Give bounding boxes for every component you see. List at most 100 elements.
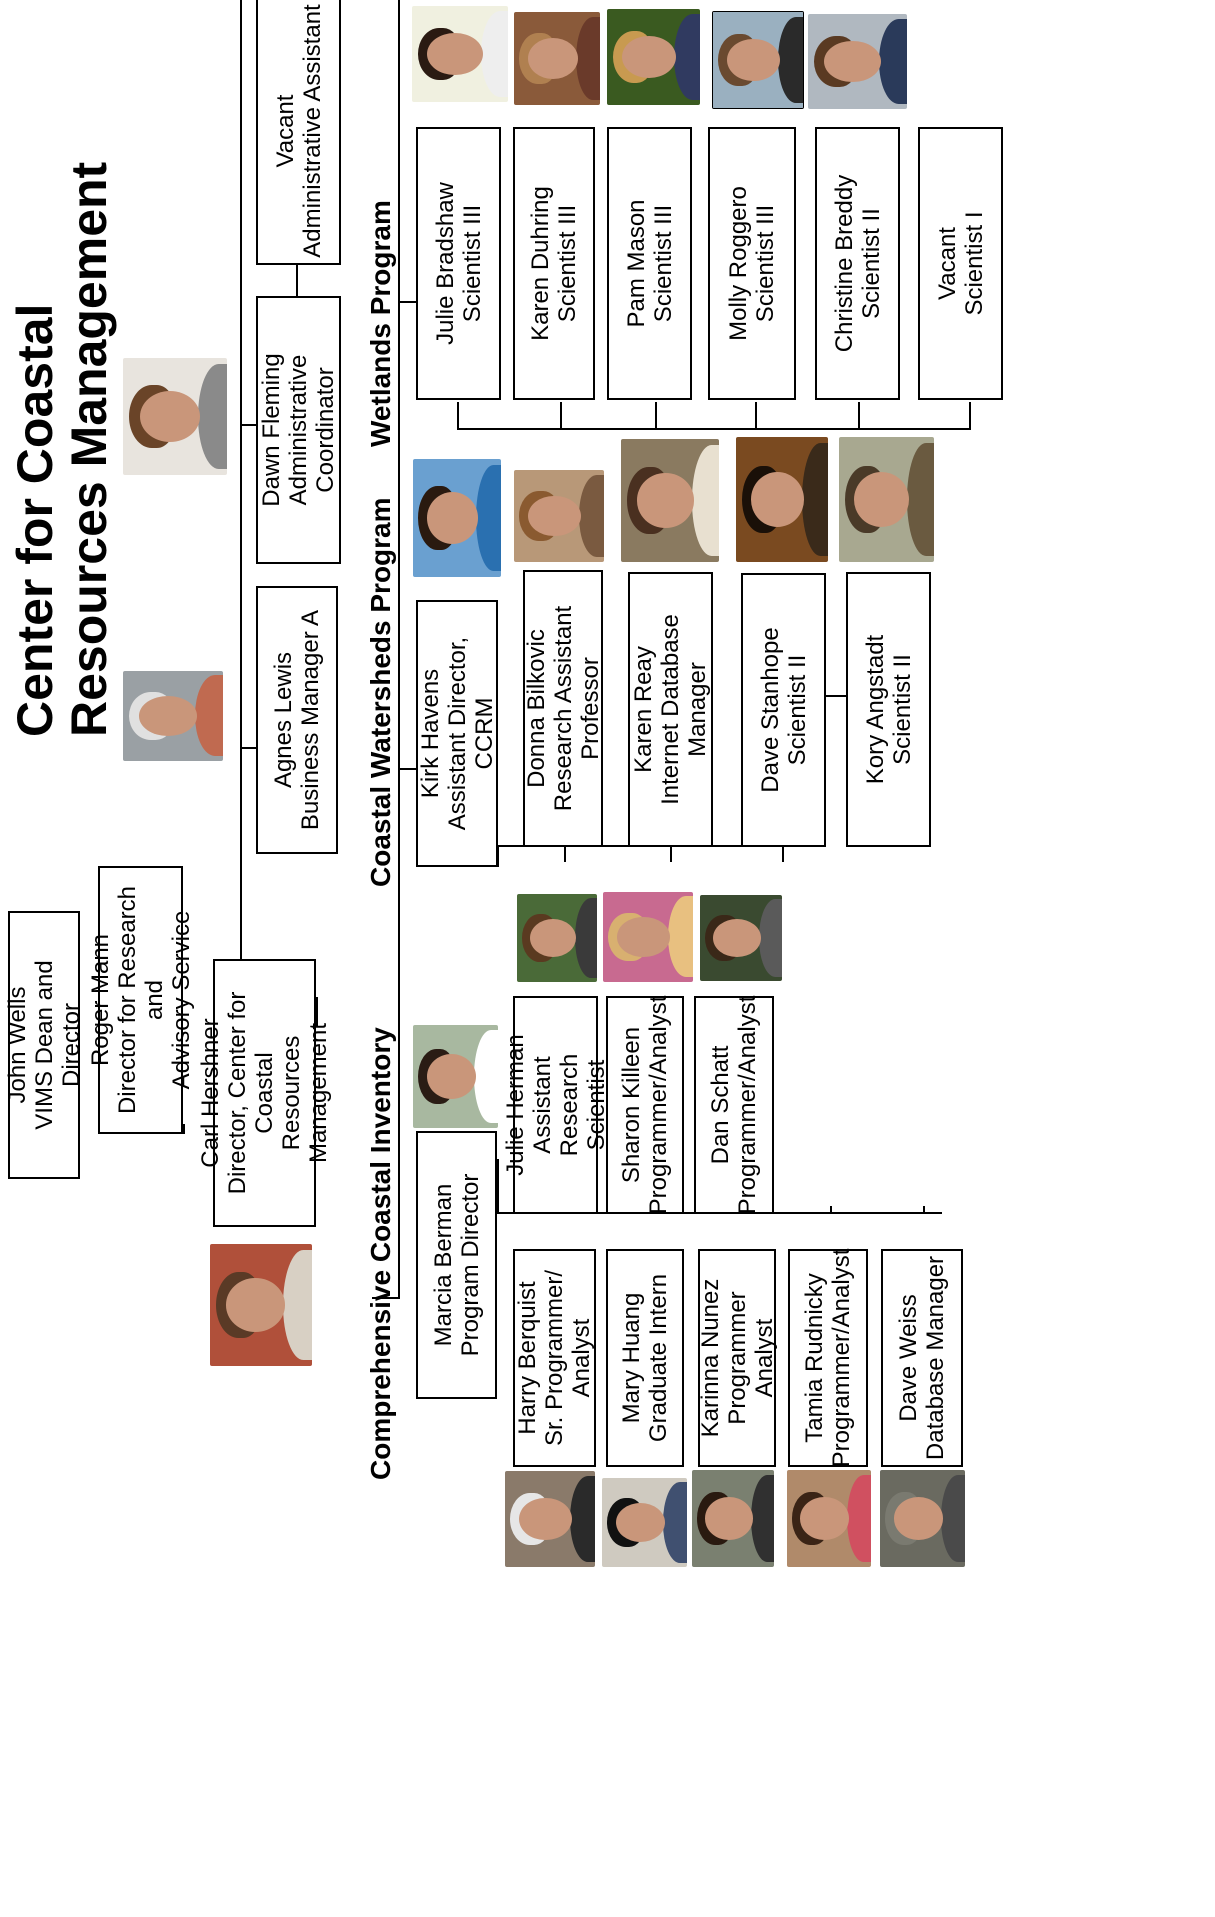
person-name: Marcia Berman (429, 1183, 457, 1347)
chart-title-line2: Resources Management (61, 161, 117, 737)
person-name: Harry Berquist (514, 1281, 541, 1435)
person-name: Karen Duhring (527, 186, 554, 341)
connector (830, 1206, 832, 1214)
person-name: Karen Reay (630, 646, 657, 773)
photo-dan-schatt (700, 895, 782, 981)
photo-harry-berquist (505, 1471, 595, 1567)
person-role: Scientist III (752, 204, 779, 323)
person-role: Internet Database Manager (657, 614, 711, 805)
program-heading-wetlands: Wetlands Program (365, 200, 396, 447)
photo-sharon-killeen (603, 892, 693, 982)
box-john-wells: John Wells VIMS Dean and Director (4, 911, 85, 1179)
connector (183, 1124, 185, 1134)
box-carl-hershner: Carl Hershner Director, Center for Coast… (197, 959, 332, 1227)
person-role: Resources Management (278, 1022, 332, 1164)
connector (564, 847, 566, 862)
connector (830, 1212, 854, 1214)
connector (560, 402, 562, 430)
box-karinna-nunez: Karinna Nunez Programmer Analyst (696, 1249, 778, 1467)
chart-title-line1: Center for Coastal (7, 303, 63, 737)
box-marcia-berman: Marcia Berman Program Director (416, 1131, 497, 1399)
photo-carl-hershner (210, 1244, 312, 1366)
box-roger-mann: Roger Mann Director for Research and Adv… (87, 866, 195, 1134)
person-role: Scientist I (960, 211, 988, 316)
person-role: Director, Center for Coastal (224, 991, 278, 1195)
photo-dave-stanhope (736, 437, 828, 562)
person-name: Dawn Fleming (258, 353, 285, 507)
connector (923, 1212, 942, 1214)
photo-dave-weiss (880, 1470, 965, 1567)
connector (457, 428, 969, 430)
person-name: Agnes Lewis (270, 651, 297, 789)
photo-christine-breddy (808, 14, 907, 109)
connector (457, 402, 459, 430)
person-role: Assistant Research (528, 1053, 583, 1157)
person-name: Roger Mann (86, 933, 114, 1067)
photo-donna-bilkovic (514, 470, 604, 562)
person-name: Dave Weiss (895, 1294, 922, 1422)
connector (923, 1206, 925, 1214)
photo-agnes-lewis (123, 671, 223, 761)
person-role: Database Manager (922, 1255, 949, 1461)
photo-julie-bradshaw (412, 6, 508, 102)
connector (655, 402, 657, 430)
box-kory-angstadt: Kory Angstadt Scientist II (846, 572, 931, 847)
box-sharon-killeen: Sharon Killeen Programmer/Analyst (606, 996, 684, 1214)
box-pam-mason: Pam Mason Scientist III (607, 127, 692, 400)
photo-karinna-nunez (692, 1470, 774, 1567)
photo-karen-duhring (514, 12, 600, 105)
connector (296, 265, 298, 297)
person-name: Kirk Havens (416, 668, 444, 799)
person-role: Analyst (568, 1318, 595, 1398)
person-role: Programmer Analyst (723, 1291, 778, 1425)
box-julie-herman: Julie Herman Assistant Research Scientis… (502, 996, 610, 1214)
box-tamia-rudnicky: Tamia Rudnicky Programmer/Analyst (788, 1249, 868, 1467)
person-name: Karinna Nunez (696, 1278, 724, 1438)
box-dan-schatt: Dan Schatt Programmer/Analyst (694, 996, 774, 1214)
person-name: Molly Roggero (725, 186, 752, 341)
connector (755, 402, 757, 430)
box-vacant-admin: Vacant Administrative Assistant (256, 0, 341, 265)
person-role: Program Director (456, 1173, 484, 1357)
connector (398, 768, 416, 770)
box-molly-roggero: Molly Roggero Scientist III (708, 127, 796, 400)
connector (858, 402, 860, 430)
person-role: Advisory Service (167, 910, 195, 1090)
photo-pam-mason (607, 9, 700, 105)
person-role: Professor (576, 657, 604, 760)
person-role: Business Manager A (297, 609, 324, 831)
person-name: Dan Schatt (707, 1045, 734, 1165)
box-kirk-havens: Kirk Havens Assistant Director, CCRM (416, 600, 498, 867)
person-role: Scientist III (649, 204, 677, 323)
connector (398, 0, 400, 1299)
person-role: Sr. Programmer/ (541, 1269, 568, 1447)
person-role: Scientist II (857, 208, 885, 319)
person-role: Administrative Assistant (298, 4, 326, 258)
photo-kory-angstadt (839, 437, 934, 562)
person-role: Programmer/Analyst (828, 1248, 855, 1468)
box-christine-breddy: Christine Breddy Scientist II (815, 127, 900, 400)
person-name: Vacant (933, 227, 961, 300)
box-vacant-scientist: Vacant Scientist I (918, 127, 1003, 400)
connector (398, 301, 416, 303)
box-karen-reay: Karen Reay Internet Database Manager (628, 572, 713, 847)
person-name: John Wells (3, 986, 31, 1104)
box-harry-berquist: Harry Berquist Sr. Programmer/ Analyst (513, 1249, 596, 1467)
photo-mary-huang (602, 1478, 687, 1567)
photo-kirk-havens (413, 459, 501, 577)
person-role: Scientist II (888, 654, 916, 765)
photo-karen-reay (621, 439, 719, 562)
person-name: Julie Herman (501, 1034, 529, 1176)
person-role: Scientist II (783, 654, 811, 766)
box-donna-bilkovic: Donna Bilkovic Research Assistant Profes… (523, 570, 604, 847)
box-julie-bradshaw: Julie Bradshaw Scientist III (416, 127, 501, 400)
person-name: Christine Breddy (830, 174, 858, 353)
person-role: Research Assistant (549, 605, 577, 812)
person-name: Vacant (271, 94, 299, 168)
person-name: Pam Mason (622, 199, 650, 328)
person-role: Scientist III (554, 204, 581, 323)
program-heading-inventory: Comprehensive Coastal Inventory (365, 1027, 396, 1480)
photo-tamia-rudnicky (787, 1470, 871, 1567)
photo-marcia-berman (413, 1025, 498, 1128)
